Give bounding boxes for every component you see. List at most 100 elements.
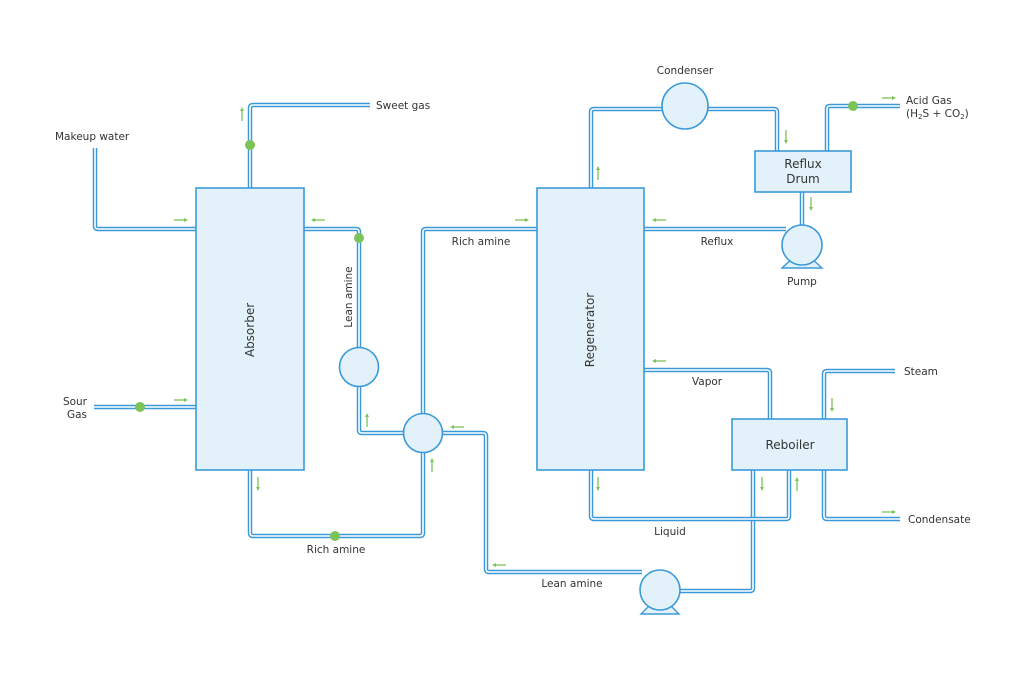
pipe-lean-amine-to-absorber: [304, 226, 404, 436]
labels: Absorber Regenerator Reflux Drum Reboile…: [55, 65, 971, 590]
flow-arrow-drum-down: [809, 197, 813, 211]
reflux-drum-label-2: Drum: [786, 172, 819, 186]
acid-gas-sub-co2: 2: [960, 113, 964, 121]
flow-arrow-sweet-gas: [240, 107, 244, 121]
flow-arrow-sweet-gas-head: [240, 107, 244, 111]
lean-amine-bottom-label: Lean amine: [541, 578, 602, 590]
flow-arrow-rich-amine-to-regen-head: [525, 218, 529, 222]
reboiler-vessel[interactable]: [731, 418, 848, 471]
pipe-vapor: [644, 367, 773, 419]
pipes: [92, 102, 900, 594]
pipe-liquid: [588, 470, 792, 522]
acid-gas-node[interactable]: [848, 101, 858, 111]
sweet-gas-label: Sweet gas: [376, 100, 430, 112]
flow-arrow-reboiler-down: [760, 477, 764, 491]
flow-arrow-lean-amine-left: [492, 563, 506, 567]
sweet-gas-node[interactable]: [245, 140, 255, 150]
acid-gas-label-2: (H2S + CO2): [906, 108, 969, 121]
flow-arrow-reflux-left: [652, 218, 666, 222]
flow-arrow-reboiler-up: [795, 477, 799, 491]
flow-arrow-rich-amine-down: [256, 477, 260, 491]
sour-gas-label-2: Gas: [67, 409, 87, 421]
flow-arrow-overhead-up-head: [596, 166, 600, 170]
flow-arrow-lean-amine-up-head: [365, 413, 369, 417]
flow-arrow-reboiler-up-head: [795, 477, 799, 481]
flow-arrow-sour-gas-head: [184, 398, 188, 402]
absorber-vessel[interactable]: [195, 187, 305, 471]
reflux-pump-icon[interactable]: [780, 224, 824, 269]
pipe-makeup-water: [92, 148, 196, 232]
regenerator-vessel[interactable]: [536, 187, 645, 471]
flow-arrow-overhead-up: [596, 166, 600, 180]
reflux-label: Reflux: [701, 236, 734, 248]
rich-amine-node[interactable]: [330, 531, 340, 541]
flow-arrow-lean-amine-left-head: [492, 563, 496, 567]
pipe-acid-gas: [824, 103, 900, 151]
flow-arrow-regen-bottom-down: [596, 477, 600, 491]
flow-arrow-drum-down-head: [809, 207, 813, 211]
reflux-drum-label-1: Reflux: [784, 157, 821, 171]
flow-arrow-reflux-left-head: [652, 218, 656, 222]
flow-arrow-makeup-water-head: [184, 218, 188, 222]
flow-arrow-regen-bottom-down-head: [596, 487, 600, 491]
vapor-label: Vapor: [692, 376, 723, 388]
flow-arrow-steam-down-head: [830, 408, 834, 412]
sour-gas-label-1: Sour: [63, 396, 88, 408]
pipe-steam: [821, 368, 895, 419]
acid-gas-label-1: Acid Gas: [906, 95, 952, 107]
flow-arrow-reboiler-down-head: [760, 487, 764, 491]
flow-arrow-condenser-down-head: [784, 140, 788, 144]
makeup-water-label: Makeup water: [55, 131, 130, 143]
flow-arrow-condensate-head: [892, 510, 896, 514]
pipe-condensate: [821, 470, 900, 522]
flow-arrow-steam-down: [830, 398, 834, 412]
lean-amine-vertical-label: Lean amine: [343, 266, 355, 327]
flow-arrow-lean-amine-in-head: [311, 218, 315, 222]
flow-arrow-lean-amine-up: [365, 413, 369, 427]
liquid-label: Liquid: [654, 526, 686, 538]
flow-arrow-acid-gas-head: [892, 96, 896, 100]
steam-label: Steam: [904, 366, 938, 378]
pipe-lean-amine-return: [442, 430, 642, 575]
lean-amine-cooler-icon[interactable]: [338, 346, 380, 388]
flow-arrow-rich-amine-to-regen: [515, 218, 529, 222]
rich-amine-top-label: Rich amine: [452, 236, 511, 248]
condensate-label: Condensate: [908, 514, 971, 526]
pipe-sweet-gas: [247, 102, 370, 188]
equipment: [195, 82, 852, 615]
flow-arrow-vapor-left: [652, 359, 666, 363]
flow-arrow-rich-amine-up: [430, 458, 434, 472]
heat-exchanger-icon[interactable]: [402, 412, 444, 454]
regenerator-label: Regenerator: [583, 293, 597, 368]
pipe-reboiler-to-pump: [678, 470, 756, 594]
acid-gas-open: (H: [906, 108, 918, 120]
flow-arrow-condenser-down: [784, 130, 788, 144]
reflux-drum-vessel[interactable]: [754, 150, 852, 193]
pipe-rich-amine-top: [420, 226, 537, 414]
condenser-label: Condenser: [657, 65, 714, 77]
acid-gas-close: ): [965, 108, 969, 120]
lean-amine-node[interactable]: [354, 233, 364, 243]
condenser-icon[interactable]: [661, 82, 709, 130]
rich-amine-bottom-label: Rich amine: [307, 544, 366, 556]
nodes: [135, 101, 858, 541]
flow-arrow-condensate: [882, 510, 896, 514]
flow-arrow-acid-gas: [882, 96, 896, 100]
lean-amine-pump-icon[interactable]: [639, 569, 681, 615]
flow-arrow-sour-gas: [174, 398, 188, 402]
acid-gas-mid: S + CO: [922, 108, 960, 120]
flow-arrow-exchanger-in-head: [450, 425, 454, 429]
flow-arrow-rich-amine-up-head: [430, 458, 434, 462]
pump-label: Pump: [787, 276, 817, 288]
flow-arrows: [174, 96, 896, 567]
absorber-label: Absorber: [243, 303, 257, 357]
flow-arrow-exchanger-in: [450, 425, 464, 429]
flow-arrow-rich-amine-down-head: [256, 487, 260, 491]
acid-gas-sub-h2: 2: [918, 113, 922, 121]
sour-gas-node[interactable]: [135, 402, 145, 412]
reboiler-label: Reboiler: [765, 438, 814, 452]
pipe-condenser-to-drum: [708, 106, 780, 151]
flow-arrow-vapor-left-head: [652, 359, 656, 363]
flow-arrow-lean-amine-in: [311, 218, 325, 222]
